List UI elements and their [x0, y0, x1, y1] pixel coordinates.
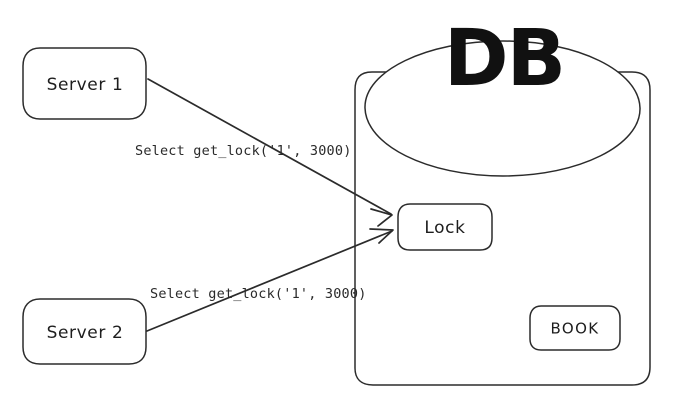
edge-server2-lock-label: Select get_lock('1', 3000) — [150, 286, 367, 302]
node-server2[interactable]: Server 2 — [22, 298, 147, 365]
server2-label: Server 2 — [47, 323, 124, 343]
book-outline — [529, 305, 621, 351]
edge-server2-lock-line — [146, 230, 393, 332]
server1-outline — [22, 47, 147, 120]
node-book[interactable]: BOOK — [529, 305, 621, 351]
edge-server2-lock-arrowhead — [369, 228, 394, 244]
edge-server1-lock[interactable]: Select get_lock('1', 3000) — [135, 78, 393, 227]
edge-server1-lock-label: Select get_lock('1', 3000) — [135, 143, 352, 159]
book-label: BOOK — [550, 320, 599, 338]
node-server1[interactable]: Server 1 — [22, 47, 147, 120]
lock-outline — [397, 203, 493, 251]
node-lock[interactable]: Lock — [397, 203, 493, 251]
node-db-ellipse[interactable] — [364, 40, 641, 177]
server1-label: Server 1 — [47, 75, 124, 95]
edge-server1-lock-line — [147, 78, 392, 215]
edge-server2-lock[interactable]: Select get_lock('1', 3000) — [146, 228, 394, 332]
server2-outline — [22, 298, 147, 365]
db-ellipse-outline — [364, 40, 641, 177]
edge-server1-lock-arrowhead — [370, 208, 393, 227]
db-title-label: DB — [444, 14, 564, 104]
lock-label: Lock — [424, 218, 465, 238]
